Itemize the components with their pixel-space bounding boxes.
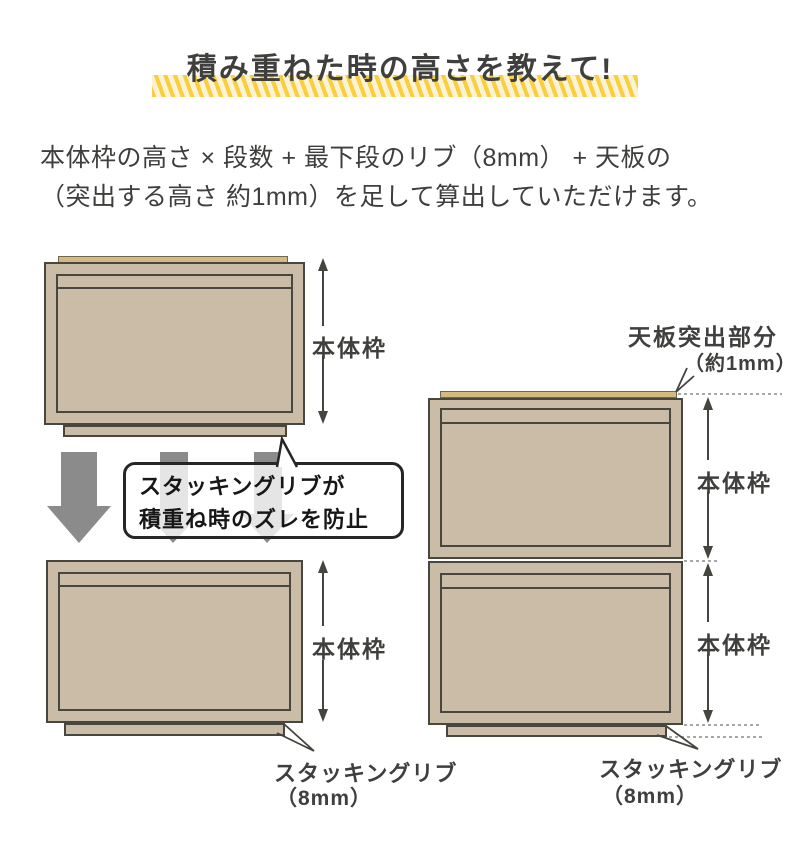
left-upper-box-lid-line (58, 287, 291, 289)
description-text: 本体枠の高さ × 段数 + 最下段のリブ（8mm） + 天板の （突出する高さ … (40, 139, 770, 217)
left-lower-frame-label: 本体枠 (312, 636, 387, 662)
arrow-down-icon (318, 411, 328, 424)
right-lower-box-lid-line (442, 587, 669, 589)
top-board-protrusion-label: 天板突出部分 (628, 324, 778, 350)
dotted-guide-lines (669, 393, 782, 738)
description-line-2: （突出する高さ 約1mm）を足して算出していただけます。 (40, 183, 713, 211)
left-upper-frame-label: 本体枠 (312, 335, 387, 361)
arrow-up-icon (703, 397, 713, 410)
arrow-up-icon (318, 258, 328, 271)
arrow-down-icon (703, 546, 713, 559)
arrow-up-icon (318, 560, 328, 573)
callout-arrow-icon (656, 725, 699, 750)
callout-arrow-icon (276, 723, 315, 752)
right-rib-label: スタッキングリブ (599, 757, 783, 782)
speech-bubble-tail (275, 435, 299, 468)
callout-arrow-icon (675, 367, 695, 393)
speech-bubble-line-2: 積重ね時のズレを防止 (139, 507, 370, 532)
right-upper-box-frame (428, 398, 683, 559)
left-lower-box-stacking-rib (64, 723, 285, 736)
left-upper-box-inner-panel (56, 274, 293, 413)
left-lower-box-inner-panel (58, 572, 291, 711)
right-upper-frame-label: 本体枠 (697, 470, 772, 496)
arrow-down-icon (318, 709, 328, 722)
right-lower-box-stacking-rib (446, 725, 667, 737)
arrow-down-icon (703, 710, 713, 723)
title-highlight-stripe (152, 75, 638, 97)
left-lower-box-lid-line (60, 585, 289, 587)
left-rib-label: スタッキングリブ (274, 761, 458, 786)
right-lower-frame-label: 本体枠 (697, 632, 772, 658)
right-upper-box-inner-panel (440, 408, 671, 547)
left-lower-box-frame (46, 560, 303, 723)
right-top-board-strip (440, 391, 677, 398)
right-lower-box-inner-panel (440, 573, 671, 713)
page-title: 積み重ねた時の高さを教えて! (186, 53, 614, 86)
speech-bubble: スタッキングリブが 積重ね時のズレを防止 (123, 462, 404, 539)
top-board-protrusion-size-label: （約1mm） (684, 353, 797, 375)
left-rib-size-label: （8mm） (276, 787, 373, 810)
arrow-up-icon (703, 563, 713, 576)
left-upper-box-frame (44, 262, 305, 425)
description-line-1: 本体枠の高さ × 段数 + 最下段のリブ（8mm） + 天板の (40, 144, 672, 172)
left-upper-box-stacking-rib (63, 425, 287, 437)
right-rib-size-label: （8mm） (602, 785, 699, 808)
right-upper-box-lid-line (442, 422, 669, 424)
speech-bubble-text: スタッキングリブが 積重ね時のズレを防止 (126, 465, 401, 536)
speech-bubble-line-1: スタッキングリブが (139, 474, 346, 499)
down-arrow-icon (47, 452, 111, 543)
